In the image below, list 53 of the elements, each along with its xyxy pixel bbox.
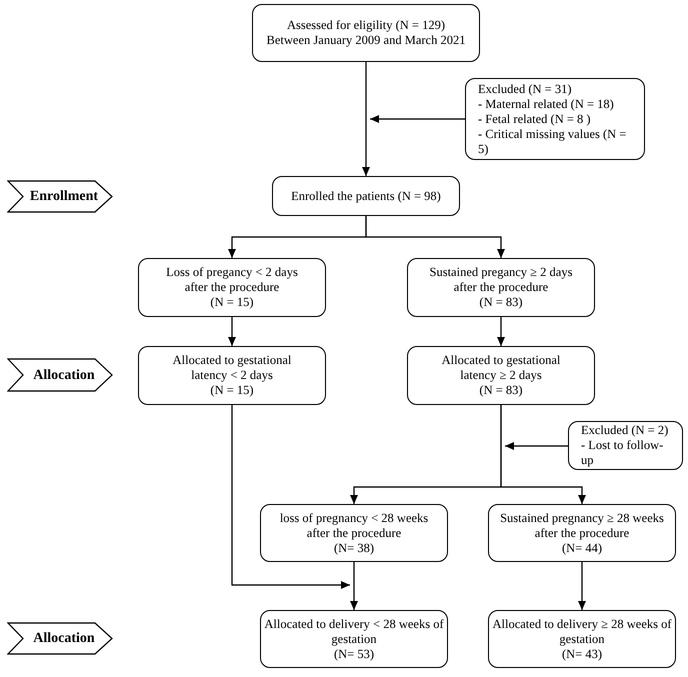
process-box — [260, 504, 448, 562]
box-text: (N= 43) — [562, 646, 602, 662]
box-text: (N= 44) — [562, 540, 602, 556]
box-text: (N= 53) — [334, 646, 374, 662]
box-text: Allocated to delivery < 28 weeks of gestation — [264, 616, 444, 646]
box-text: Between January 2009 and March 2021 — [266, 33, 466, 48]
stage-chevron — [7, 180, 113, 213]
process-box — [260, 610, 448, 668]
box-text: (N = 15) — [210, 295, 254, 310]
box-text: Allocated to gestational latency < 2 days — [172, 353, 292, 383]
arrow — [505, 442, 568, 450]
box-text: Excluded (N = 31) — [478, 82, 572, 96]
box-text: Allocated to delivery ≥ 28 weeks of gestation — [492, 616, 672, 646]
box-text: Sustained pregnancy ≥ 28 weeks after the procedure — [499, 510, 665, 540]
process-box — [252, 4, 480, 62]
box-text: (N = 83) — [479, 295, 523, 310]
exclusion-box — [465, 78, 645, 160]
stage-label: Enrollment — [28, 188, 98, 206]
process-box — [488, 504, 676, 562]
exclusion-box — [568, 421, 683, 470]
box-text: Sustained pregancy ≥ 2 days after the procedure — [428, 265, 574, 295]
arrow — [370, 115, 465, 123]
arrow — [350, 562, 358, 610]
process-box — [272, 176, 460, 216]
box-text: - Critical missing values (N = 5) — [478, 126, 628, 156]
arrow — [497, 317, 505, 346]
box-text: - Lost to follow-up — [581, 438, 664, 468]
box-text: - Fetal related (N = 8 ) — [478, 112, 591, 126]
arrow — [231, 405, 350, 589]
box-text: Enrolled the patients (N = 98) — [291, 188, 441, 204]
stage-label: Allocation — [32, 630, 95, 648]
process-box — [407, 258, 595, 317]
box-text: (N= 38) — [334, 540, 374, 556]
arrow — [228, 317, 236, 346]
box-text: Loss of pregancy < 2 days after the procedure — [165, 265, 299, 295]
process-box — [488, 610, 676, 668]
process-box — [138, 346, 326, 405]
arrow — [578, 562, 586, 610]
stage-chevron — [7, 358, 113, 392]
box-text: (N = 15) — [210, 383, 254, 398]
stage-chevron — [7, 622, 113, 655]
box-text: Allocated to gestational latency ≥ 2 days — [440, 353, 562, 383]
box-text: - Maternal related (N = 18) — [478, 96, 614, 112]
arrow — [365, 216, 505, 258]
box-text: Excluded (N = 2) — [581, 423, 668, 438]
box-text: Assessed for eligility (N = 129) — [286, 18, 446, 33]
arrow — [500, 405, 586, 504]
box-text: (N = 83) — [479, 383, 523, 398]
box-text: loss of pregnancy < 28 weeks after the procedure — [278, 510, 430, 540]
process-box — [407, 346, 595, 405]
process-box — [138, 258, 326, 317]
stage-label: Allocation — [32, 366, 95, 384]
arrow — [362, 62, 370, 176]
